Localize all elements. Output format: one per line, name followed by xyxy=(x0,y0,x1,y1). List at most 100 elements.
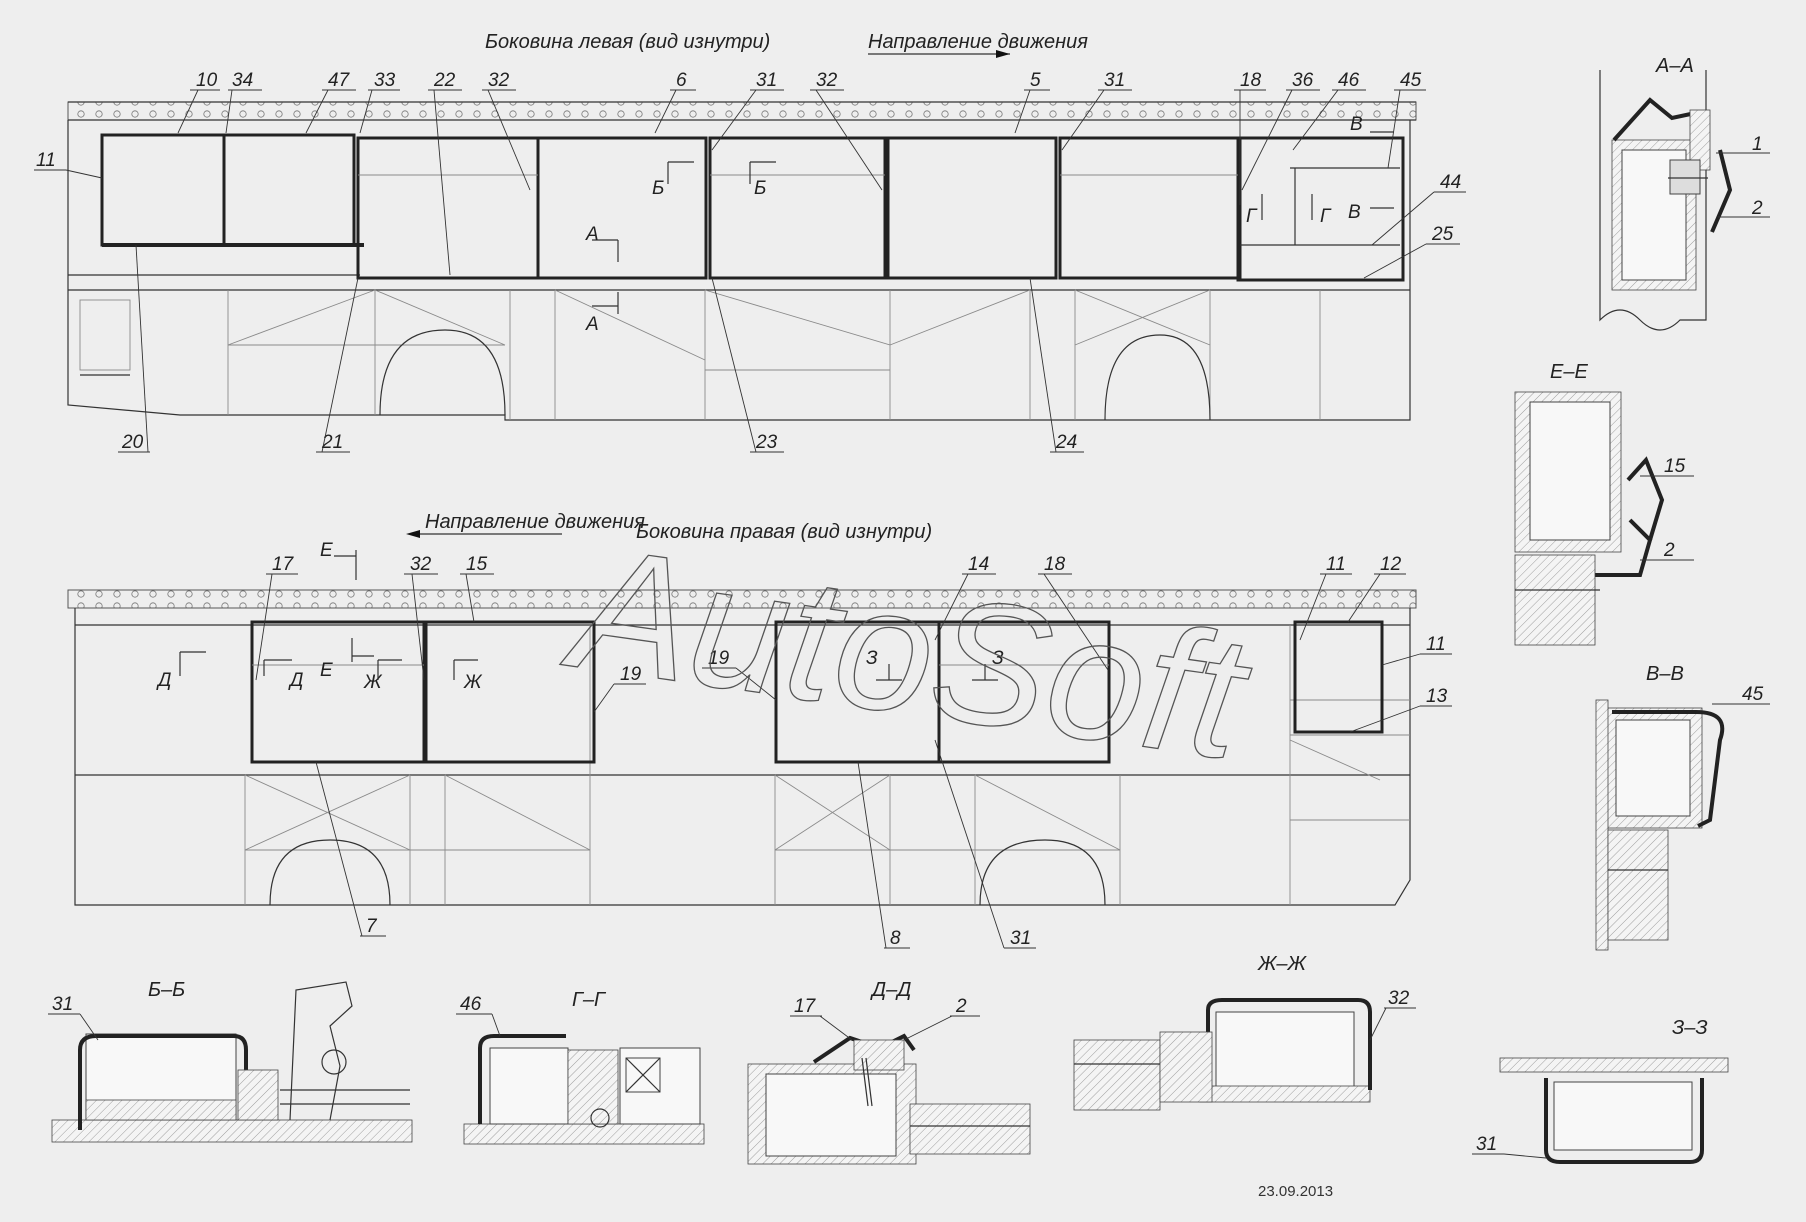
svg-text:17: 17 xyxy=(794,996,817,1017)
svg-text:15: 15 xyxy=(1664,456,1686,477)
svg-text:А–А: А–А xyxy=(1655,55,1694,77)
section-gg: Г–Г 46 xyxy=(456,989,705,1145)
svg-text:13: 13 xyxy=(1426,686,1448,707)
left-section-marks: Б Б А А Г Г В В xyxy=(585,114,1394,335)
left-direction-label: Направление движения xyxy=(868,31,1088,53)
svg-text:24: 24 xyxy=(1055,432,1077,453)
right-side-title: Боковина правая (вид изнутри) xyxy=(636,521,932,543)
svg-text:1: 1 xyxy=(1752,134,1763,155)
svg-text:З: З xyxy=(992,648,1004,669)
svg-text:Ж: Ж xyxy=(363,672,383,693)
svg-text:З–З: З–З xyxy=(1672,1017,1708,1039)
svg-text:33: 33 xyxy=(374,70,396,91)
svg-text:14: 14 xyxy=(968,554,989,575)
svg-text:25: 25 xyxy=(1431,224,1454,245)
svg-text:45: 45 xyxy=(1742,684,1764,705)
left-outer-frame xyxy=(67,120,1411,421)
svg-text:36: 36 xyxy=(1292,70,1314,91)
svg-text:Ж–Ж: Ж–Ж xyxy=(1257,953,1307,975)
section-bb: Б–Б 31 xyxy=(48,979,413,1143)
svg-text:21: 21 xyxy=(321,432,343,453)
svg-text:23: 23 xyxy=(755,432,778,453)
svg-text:Б: Б xyxy=(754,178,766,199)
svg-text:44: 44 xyxy=(1440,172,1461,193)
left-lower-truss xyxy=(79,289,1321,421)
svg-text:11: 11 xyxy=(1426,634,1446,655)
right-lower-truss xyxy=(244,625,1410,906)
section-vv: В–В 45 xyxy=(1595,663,1770,951)
section-aa: А–А 1 2 xyxy=(1599,55,1770,331)
svg-text:В–В: В–В xyxy=(1646,663,1684,685)
svg-text:А: А xyxy=(585,314,599,335)
svg-text:В: В xyxy=(1350,114,1363,135)
left-callouts: 10 34 47 33 22 32 6 31 32 5 31 18 36 xyxy=(34,70,1466,453)
svg-text:10: 10 xyxy=(196,70,218,91)
svg-text:12: 12 xyxy=(1380,554,1402,575)
svg-text:17: 17 xyxy=(272,554,295,575)
svg-text:А: А xyxy=(585,224,599,245)
svg-text:32: 32 xyxy=(1388,988,1410,1009)
svg-text:32: 32 xyxy=(488,70,510,91)
svg-text:6: 6 xyxy=(676,70,687,91)
svg-text:Г: Г xyxy=(1320,206,1332,227)
svg-text:34: 34 xyxy=(232,70,253,91)
svg-text:31: 31 xyxy=(52,994,73,1015)
svg-text:Д: Д xyxy=(156,670,171,691)
svg-text:В: В xyxy=(1348,202,1361,223)
svg-text:Е–Е: Е–Е xyxy=(1550,361,1588,383)
svg-text:Б: Б xyxy=(652,178,664,199)
right-windows xyxy=(250,620,1384,764)
svg-text:Е: Е xyxy=(320,660,333,681)
right-outer-frame xyxy=(74,608,1411,906)
right-roof-rail xyxy=(67,589,1417,609)
svg-text:Ж: Ж xyxy=(463,672,483,693)
svg-text:47: 47 xyxy=(328,70,351,91)
left-side-title: Боковина левая (вид изнутри) xyxy=(485,31,770,53)
svg-text:31: 31 xyxy=(1104,70,1125,91)
left-windows xyxy=(100,133,1405,282)
svg-text:18: 18 xyxy=(1044,554,1066,575)
svg-text:19: 19 xyxy=(708,648,730,669)
right-direction-arrowhead xyxy=(406,530,420,538)
svg-text:Д: Д xyxy=(288,670,303,691)
section-zz: З–З 31 xyxy=(1472,1017,1729,1164)
section-ee: Е–Е 15 2 xyxy=(1514,361,1694,646)
left-roof-rail xyxy=(67,101,1417,121)
svg-text:Г–Г: Г–Г xyxy=(572,989,607,1011)
svg-text:20: 20 xyxy=(121,432,144,453)
svg-text:11: 11 xyxy=(36,150,56,171)
svg-text:Б–Б: Б–Б xyxy=(148,979,185,1001)
svg-text:19: 19 xyxy=(620,664,642,685)
right-callouts: 17 32 15 14 18 11 12 19 19 11 13 7 8 xyxy=(255,554,1452,949)
svg-text:11: 11 xyxy=(1326,554,1346,575)
svg-text:22: 22 xyxy=(433,70,456,91)
svg-text:8: 8 xyxy=(890,928,901,949)
svg-text:7: 7 xyxy=(366,916,378,937)
svg-text:2: 2 xyxy=(955,996,967,1017)
section-dd: Д–Д 17 2 xyxy=(747,979,1031,1165)
svg-text:15: 15 xyxy=(466,554,488,575)
svg-text:31: 31 xyxy=(1010,928,1031,949)
svg-text:2: 2 xyxy=(1751,198,1763,219)
svg-text:31: 31 xyxy=(1476,1134,1497,1155)
left-direction-arrowhead xyxy=(996,50,1010,58)
svg-text:Д–Д: Д–Д xyxy=(870,979,911,1001)
svg-text:З: З xyxy=(866,648,878,669)
watermark-text: AutoSoft xyxy=(554,509,1261,798)
drawing-date: 23.09.2013 xyxy=(1258,1183,1333,1200)
left-side-view: Боковина левая (вид изнутри) Направление… xyxy=(34,31,1466,453)
svg-text:46: 46 xyxy=(460,994,482,1015)
right-section-marks: Е Е Д Д Ж Ж З З xyxy=(156,540,1004,693)
svg-text:46: 46 xyxy=(1338,70,1360,91)
svg-text:31: 31 xyxy=(756,70,777,91)
svg-text:32: 32 xyxy=(410,554,432,575)
right-side-view: Направление движения Боковина правая (ви… xyxy=(67,511,1452,949)
svg-text:2: 2 xyxy=(1663,540,1675,561)
svg-text:5: 5 xyxy=(1030,70,1041,91)
svg-text:45: 45 xyxy=(1400,70,1422,91)
right-direction-label: Направление движения xyxy=(425,511,645,533)
section-zhzh: Ж–Ж 32 xyxy=(1073,953,1416,1111)
svg-text:32: 32 xyxy=(816,70,838,91)
svg-text:Е: Е xyxy=(320,540,333,561)
